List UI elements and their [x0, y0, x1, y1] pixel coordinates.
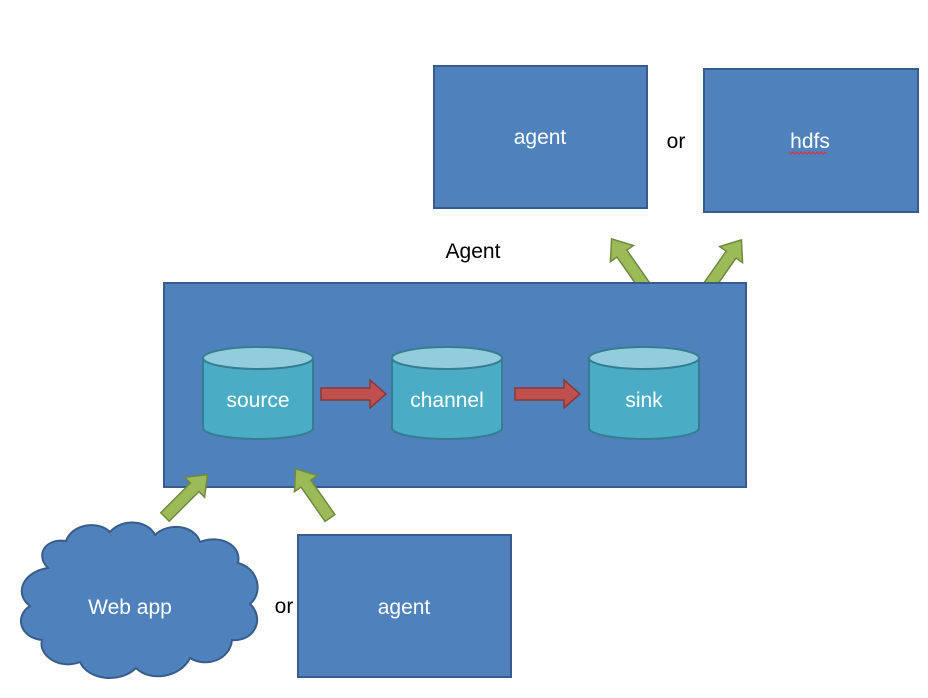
source-cylinder: source — [202, 346, 314, 440]
green-arrow-from-webapp — [159, 473, 209, 523]
top-agent-box: agent — [433, 65, 648, 209]
hdfs-box-label: hdfs — [790, 130, 830, 153]
channel-cylinder: channel — [391, 346, 503, 440]
top-agent-box-label: agent — [514, 126, 567, 149]
bottom-agent-box-label: agent — [378, 596, 431, 619]
bottom-agent-box: agent — [297, 534, 512, 678]
sink-label: sink — [625, 389, 663, 412]
top-or-connector: or — [667, 130, 686, 153]
hdfs-box: hdfs — [703, 68, 919, 213]
web-app-label: Web app — [88, 596, 172, 619]
web-app-cloud: Web app — [19, 521, 259, 680]
source-label: source — [226, 389, 289, 412]
channel-label: channel — [410, 389, 484, 412]
bottom-or-connector: or — [275, 595, 294, 618]
red-arrow-source-to-channel — [320, 378, 388, 410]
green-arrow-from-bottom-agent — [293, 467, 336, 523]
spellcheck-squiggle — [788, 151, 828, 155]
sink-cylinder: sink — [588, 346, 700, 440]
red-arrow-channel-to-sink — [514, 378, 582, 410]
agent-container-title: Agent — [446, 240, 501, 263]
green-arrow-to-top-agent — [609, 237, 652, 293]
